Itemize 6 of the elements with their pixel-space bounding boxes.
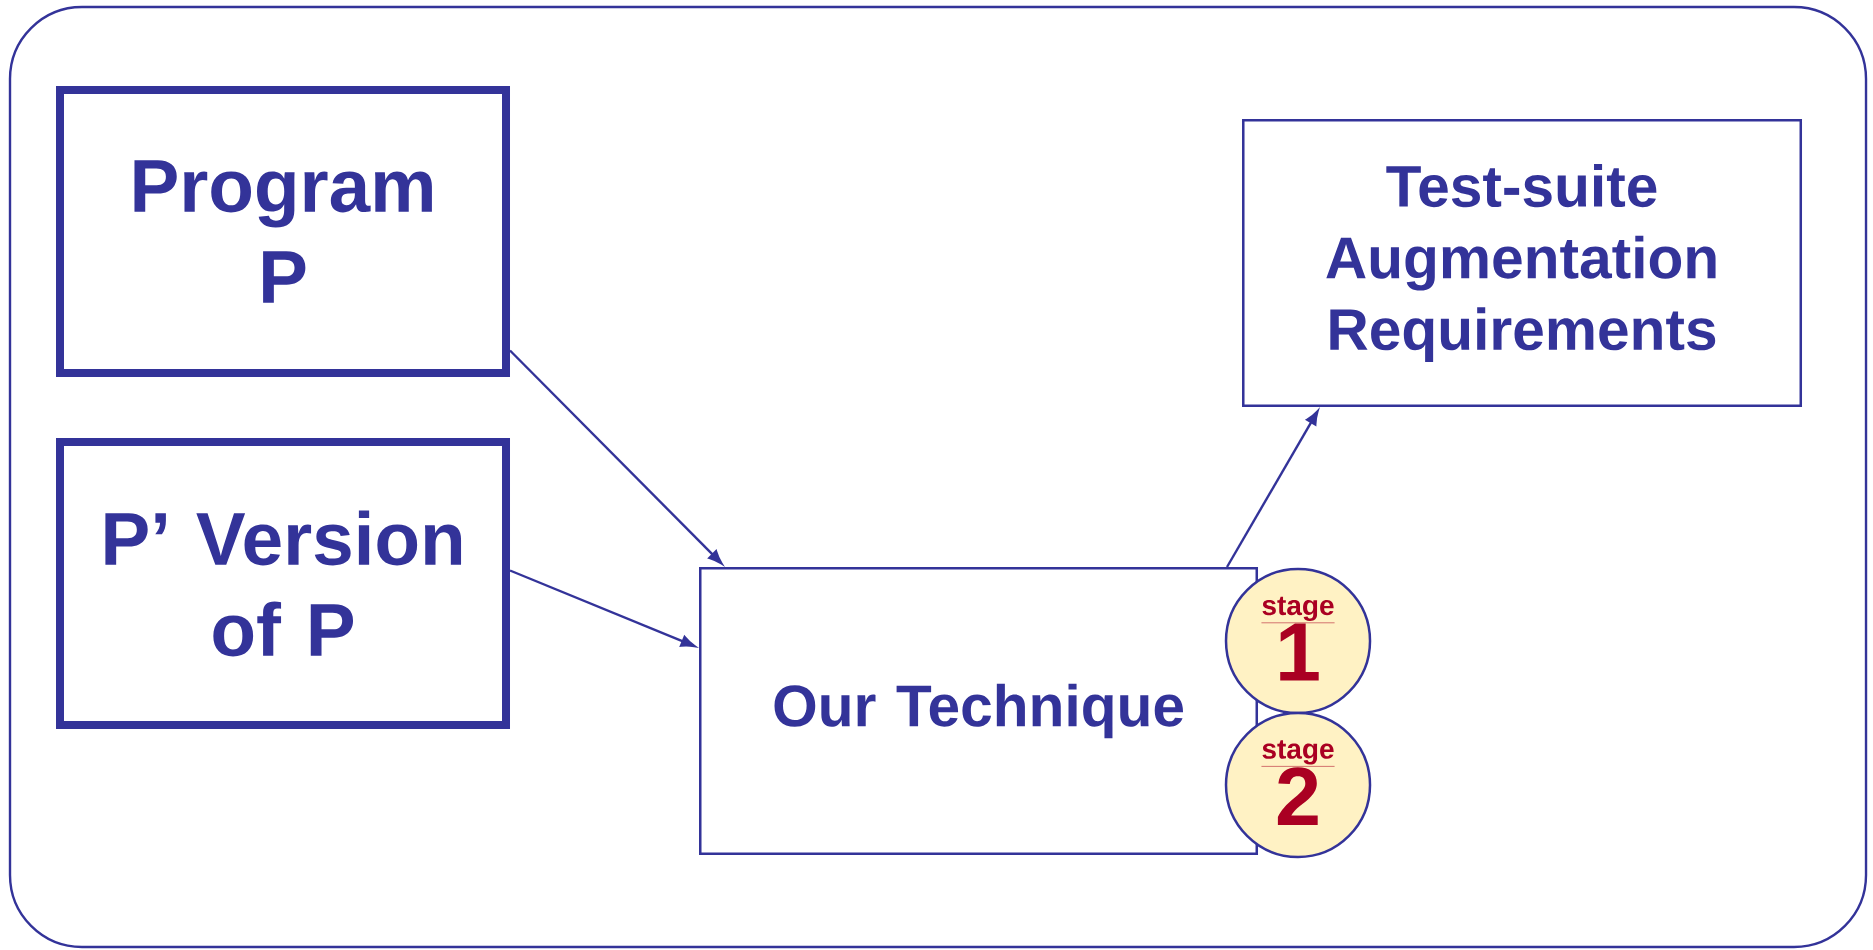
arrow: [1226, 410, 1319, 568]
process-box: P’ Version of P: [56, 438, 510, 729]
process-box: Test-suite Augmentation Requirements: [1242, 119, 1803, 407]
arrow: [509, 569, 696, 648]
process-box: Program P: [56, 86, 510, 377]
arrow: [509, 349, 723, 565]
